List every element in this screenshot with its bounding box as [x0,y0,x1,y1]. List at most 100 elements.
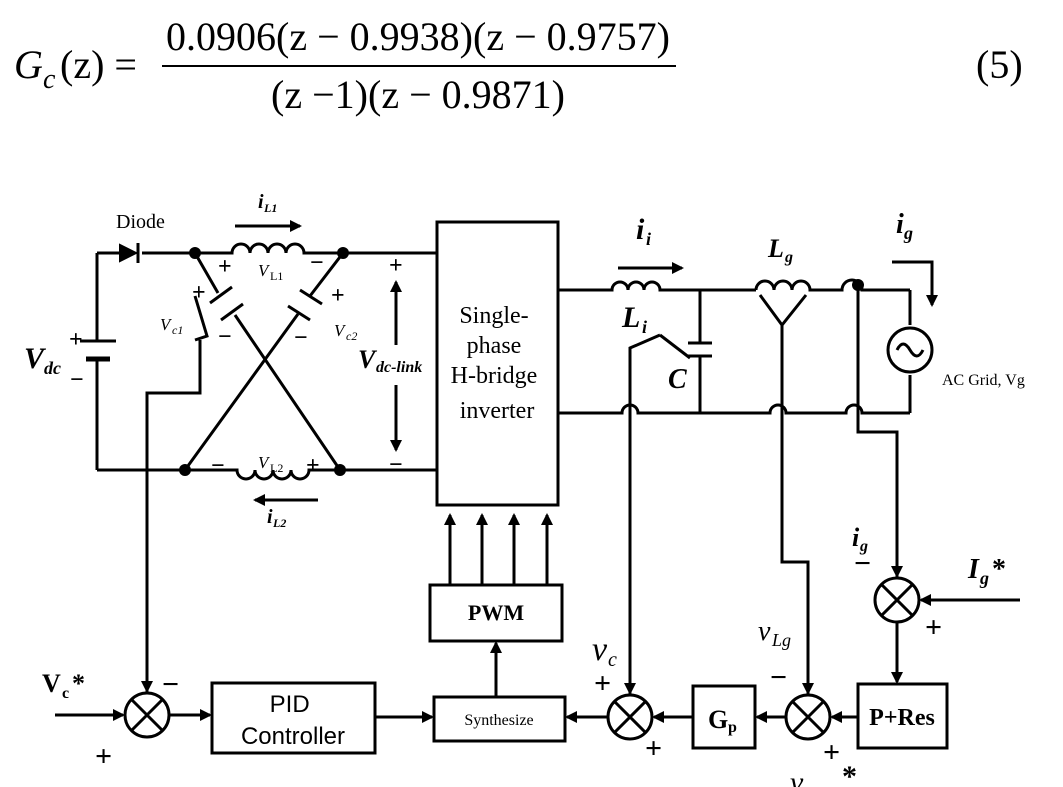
eq-lhs: G [14,42,43,87]
inverter-block [435,220,560,507]
eq-numerator: 0.0906(z − 0.9938)(z − 0.9757) [166,14,670,59]
capacitor-c1-icon [209,285,244,322]
capacitor-c-icon [688,341,712,358]
svg-text:−: − [770,661,787,694]
dc-source-wiring [95,251,195,472]
grid-inductor-lg-icon [754,278,910,292]
ac-grid-label: AC Grid, Vg [942,372,1025,389]
svg-text:−: − [389,452,403,478]
circuit-polarity-signs: + − + − + − + − + − − + [69,250,403,479]
ii-sub: i [646,229,651,249]
synthesize-label: Synthesize [464,712,533,729]
vl1-label: V [258,261,271,280]
transfer-function-equation: G c (z) = 0.0906(z − 0.9938)(z − 0.9757)… [14,14,1023,117]
vc-sense-switch [659,333,691,360]
gp-sub: p [728,719,737,736]
capacitor-c2-icon [287,288,323,322]
gp-block [691,684,757,750]
vc1-label: V [160,315,173,334]
svg-text:+: + [594,667,611,700]
gate-signal-arrows [444,513,553,585]
vdc-label: V [24,342,47,375]
svg-text:+: + [331,283,345,309]
pid-controller-block [210,681,377,755]
vdclink-label: V [358,345,378,374]
vlg-ref-star: * [842,760,857,787]
inductor-l1-icon [195,242,343,255]
pwm-block [428,583,564,643]
ii-label: i [636,213,645,246]
capacitor-c1-branch [193,252,342,471]
ig-sub: g [903,223,913,243]
control-polarity-signs: − + + + − + − + [95,547,942,773]
svg-text:−: − [211,453,225,479]
eq-lhs-arg: (z) = [60,42,137,87]
vl2-sub: L2 [270,461,283,475]
lg-label: L [767,234,784,263]
ig-feedback-sub: g [859,538,868,555]
p-res-block [856,682,949,750]
gp-label: G [708,705,728,734]
li-label: L [621,301,640,334]
vc2-sub: c2 [346,329,357,343]
ac-source-icon [886,326,934,374]
svg-text:+: + [645,732,662,765]
svg-text:+: + [95,740,112,773]
ig-ref-sub: g [979,568,989,588]
c-label: C [668,364,687,395]
diode-label: Diode [116,211,165,233]
capacitor-c2-branch [183,252,345,471]
svg-text:−: − [162,668,179,701]
svg-text:−: − [70,367,84,393]
svg-text:+: + [925,611,942,644]
ig-arrow-icon [892,260,938,307]
eq-number: (5) [976,42,1023,87]
dc-battery-icon [80,339,116,362]
ig-feedback-label: i [852,523,860,552]
svg-text:+: + [69,327,83,353]
inverter-output-wire [558,280,756,292]
vdclink-sub: dc-link [376,359,422,376]
vl2-label: V [258,453,271,472]
svg-text:+: + [389,253,403,279]
vlg-ref-label: v [790,766,804,787]
ig-sense-wire [856,285,899,580]
svg-text:+: + [192,280,206,306]
vl1-sub: L1 [270,269,283,283]
il2-sub: L2 [272,516,286,530]
pwm-label: PWM [468,600,524,625]
vdc-sub: dc [44,358,61,378]
il1-label: i [258,191,264,213]
vc-ref-label: V [42,669,61,698]
pid-label: PID Controller [241,691,345,750]
il1-sub: L1 [263,201,277,215]
svg-text:−: − [854,547,871,580]
control-signal-arrows [55,540,1020,723]
inductor-l2-icon [185,468,340,481]
summing-junction-icon [784,693,832,741]
vc-label: v [592,631,608,668]
p-res-label: P+Res [869,705,935,731]
svg-text:−: − [294,325,308,351]
il2-label: i [267,506,273,528]
vlg-label: v [758,616,771,647]
diode-icon [119,243,140,263]
svg-text:+: + [823,736,840,769]
lg-sense-tap [758,294,810,695]
ig-ref-label: I [967,554,980,585]
summing-junction-icon [873,576,921,624]
svg-text:−: − [218,324,232,350]
lg-sub: g [784,249,793,266]
vc-ref-star: * [72,669,85,698]
vc1-sense-wire [145,295,209,702]
vc2-label: V [334,321,347,340]
vc-ref-sub: c [62,685,69,702]
li-sub: i [642,317,647,337]
svg-text:−: − [310,250,324,276]
eq-lhs-sub: c [43,64,56,95]
vc1-sub: c1 [172,323,183,337]
svg-text:+: + [306,453,320,479]
ig-ref-star: * [992,554,1006,585]
vlg-sub: Lg [771,630,791,650]
